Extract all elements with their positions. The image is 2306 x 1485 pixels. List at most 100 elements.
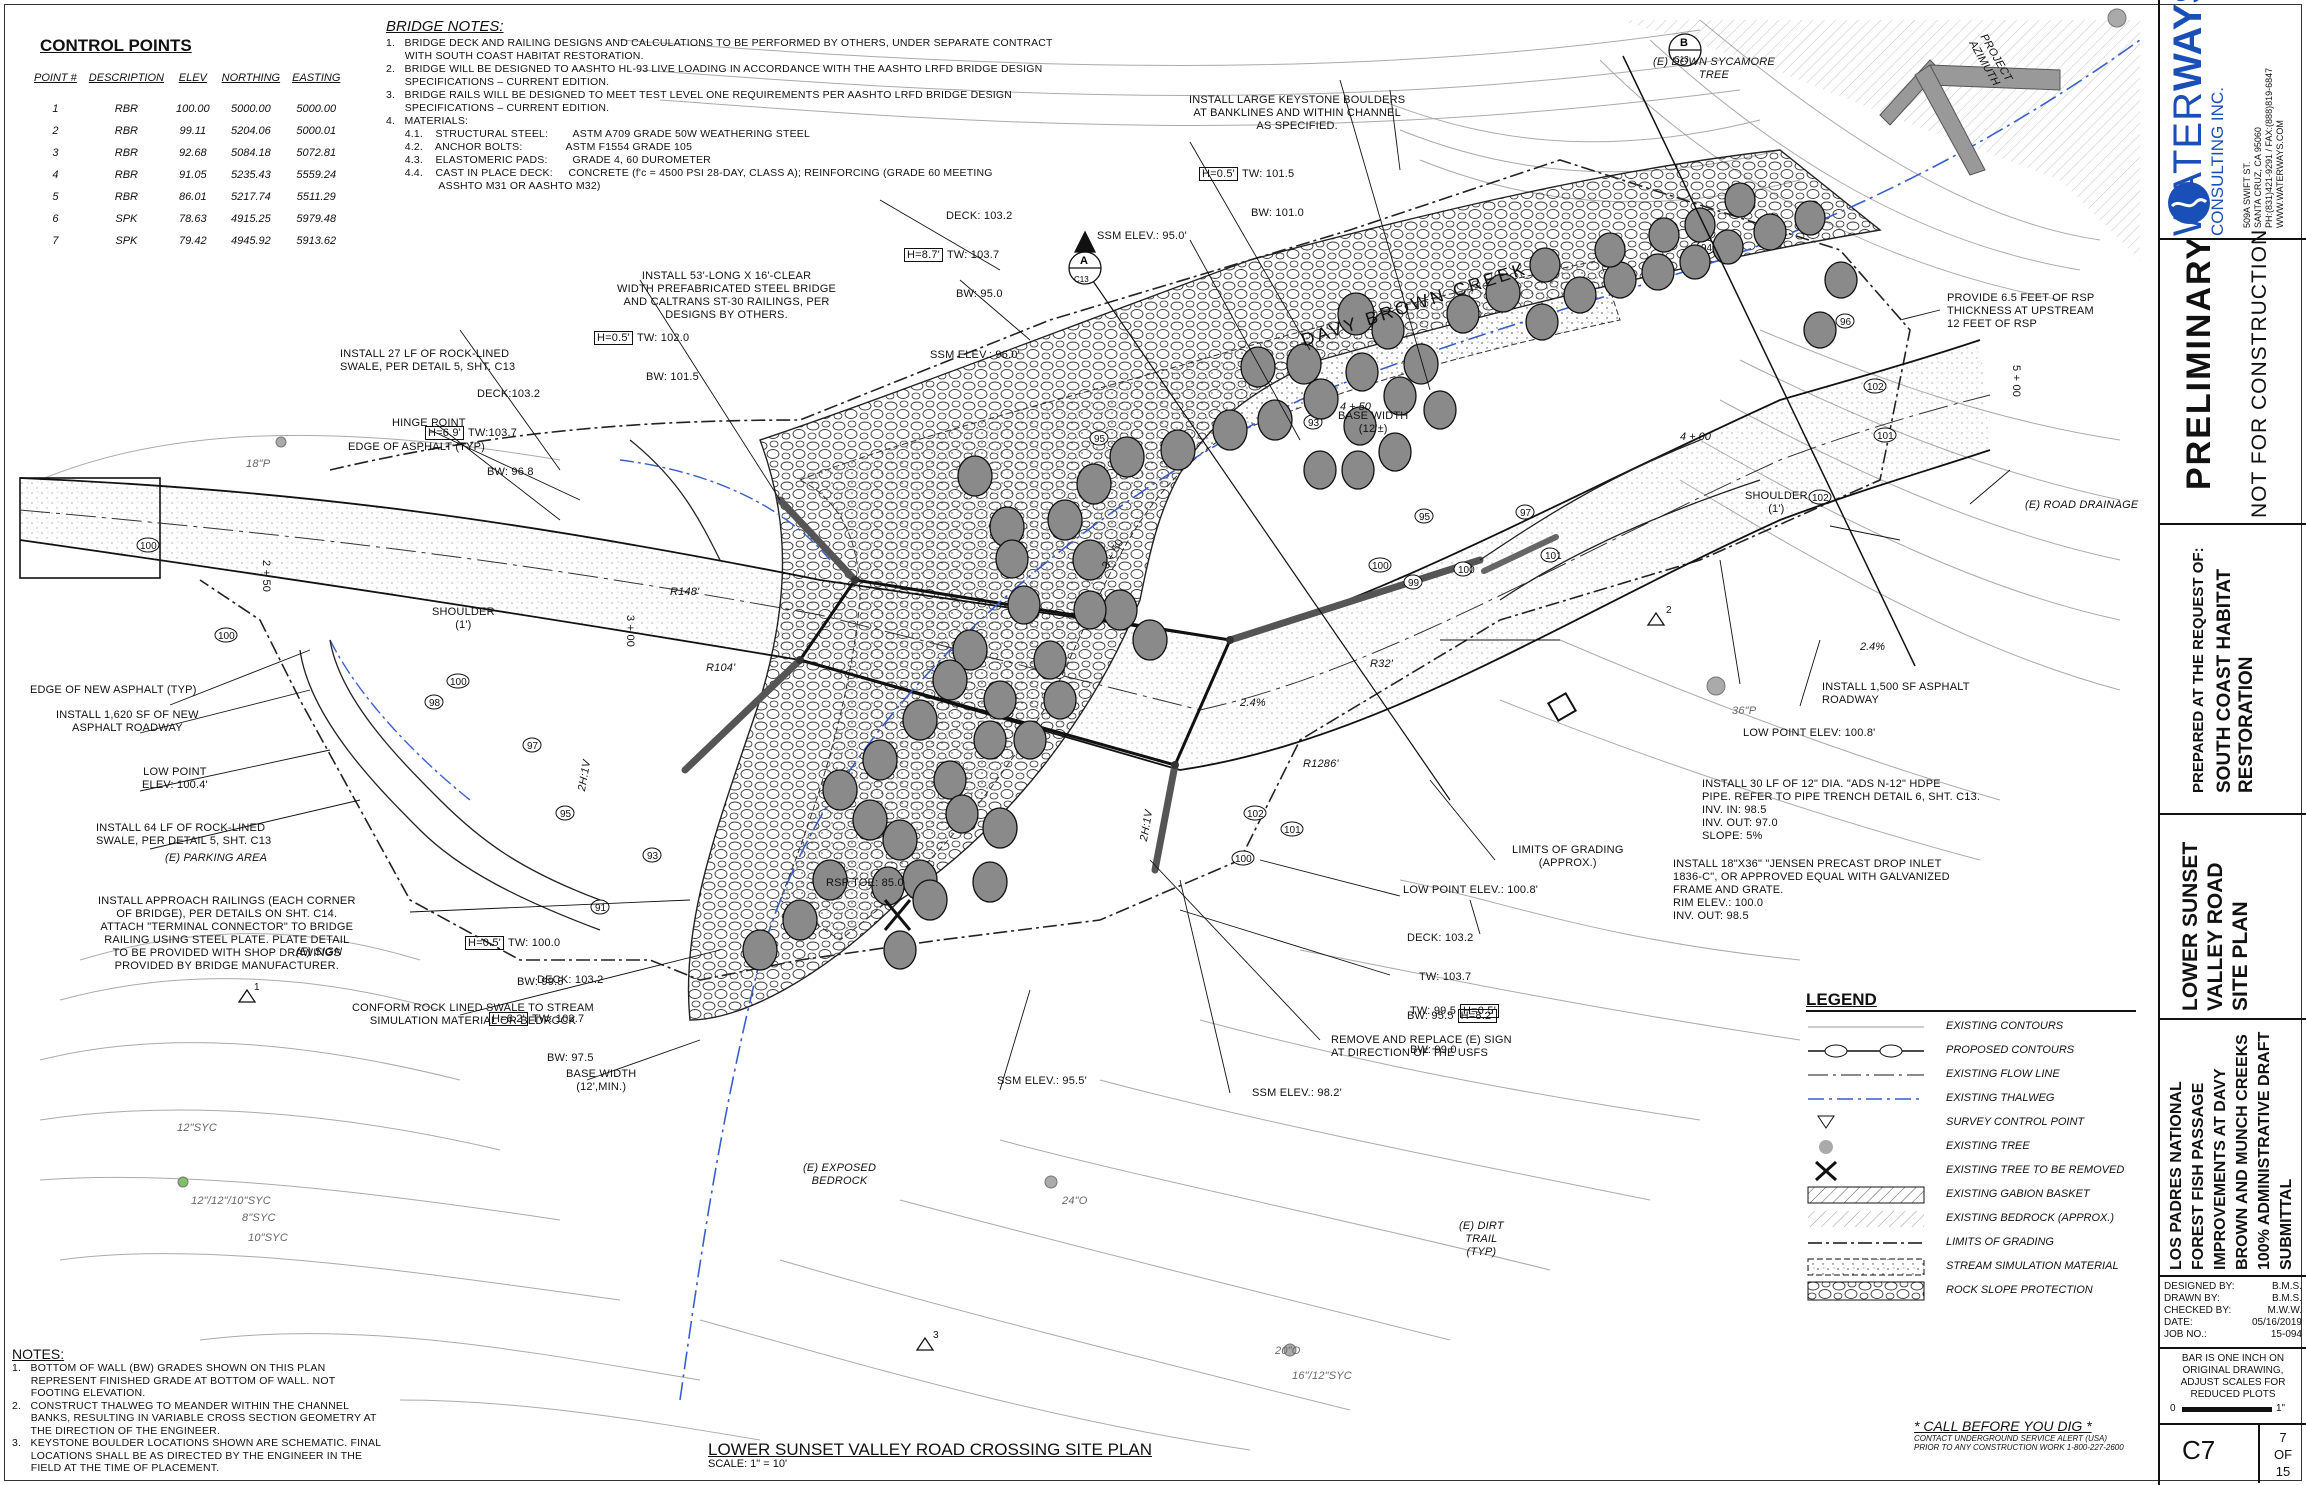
control-points-header: NORTHING bbox=[221, 72, 281, 84]
sheet-id: C7 bbox=[2182, 1435, 2216, 1465]
svg-text:2: 2 bbox=[1666, 605, 1672, 616]
call-before-dig-line1: CONTACT UNDERGROUND SERVICE ALERT (USA) bbox=[1914, 1434, 2108, 1443]
notes-title: NOTES: bbox=[12, 1346, 65, 1362]
legend-symbol-icon bbox=[1808, 1044, 1924, 1058]
svg-text:95: 95 bbox=[1094, 434, 1106, 445]
existing-trees bbox=[177, 8, 2127, 1357]
control-point-cell: 5511.29 bbox=[296, 191, 336, 203]
legend-title: LEGEND bbox=[1806, 990, 1877, 1009]
sta-250-label: 2 + 50 bbox=[260, 560, 272, 593]
ssm-955-label: SSM ELEV.: 95.5' bbox=[997, 1075, 1087, 1087]
svg-text:102: 102 bbox=[1812, 493, 1829, 504]
control-point-cell: 4915.25 bbox=[230, 213, 271, 225]
bridge-note-line: 4. MATERIALS: bbox=[386, 115, 469, 127]
legend-symbol-icon bbox=[1808, 1098, 1924, 1100]
proposed-contours bbox=[299, 439, 1761, 931]
existing-thalweg bbox=[679, 39, 2141, 1401]
legend-symbol-icon bbox=[1814, 1160, 1838, 1182]
control-point-cell: 92.68 bbox=[179, 147, 207, 159]
existing-thalweg-upper bbox=[619, 459, 831, 561]
wingwalls bbox=[681, 496, 1484, 874]
sheet-border bbox=[4, 4, 2302, 1481]
control-points-title: CONTROL POINTS bbox=[40, 36, 192, 55]
control-point-cell: 5204.06 bbox=[230, 125, 271, 137]
tree-syc-multi: 12"/12"/10"SYC bbox=[191, 1195, 271, 1207]
legend-item: LIMITS OF GRADING bbox=[1806, 1232, 2166, 1256]
control-point-cell: 5 bbox=[52, 191, 59, 203]
title-block: WATERWAYS CONSULTING INC. 509A SWIFT ST.… bbox=[2158, 0, 2306, 1485]
wall-callout-w6: DECK: 103.2 H=6.2'TW: 103.7 BW: 97.5 bbox=[489, 948, 603, 1078]
rsp-zone bbox=[687, 149, 1882, 1021]
tree-syc-12: 12"SYC bbox=[177, 1122, 217, 1134]
tree-20o: 20"O bbox=[1275, 1345, 1301, 1357]
bridge-note-line: SPECIFICATIONS – CURRENT EDITION. bbox=[386, 102, 610, 114]
legend-symbol-icon bbox=[1808, 1074, 1924, 1076]
parking-area-label: (E) PARKING AREA bbox=[165, 852, 268, 864]
tb-company: WATERWAYS CONSULTING INC. 509A SWIFT ST.… bbox=[2160, 0, 2306, 240]
plan-title-block: LOWER SUNSET VALLEY ROAD CROSSING SITE P… bbox=[708, 1440, 1152, 1470]
legend-symbol-icon bbox=[1808, 1211, 1924, 1227]
legend-item: EXISTING CONTOURS bbox=[1806, 1016, 2166, 1040]
legend-item: EXISTING TREE TO BE REMOVED bbox=[1806, 1160, 2166, 1184]
legend-symbol-icon bbox=[1807, 1281, 1925, 1301]
legend-item: EXISTING BEDROCK (APPROX.) bbox=[1806, 1208, 2166, 1232]
legend-item: EXISTING THALWEG bbox=[1806, 1088, 2166, 1112]
notes-block: NOTES: 1. BOTTOM OF WALL (BW) GRADES SHO… bbox=[12, 1346, 381, 1475]
svg-text:101: 101 bbox=[1877, 431, 1894, 442]
legend-item: PROPOSED CONTOURS bbox=[1806, 1040, 2166, 1064]
install-18x36-callout: INSTALL 18"X36" "JENSEN PRECAST DROP INL… bbox=[1673, 858, 1950, 922]
control-point-cell: 5913.62 bbox=[296, 235, 337, 247]
base-width-12min-callout: BASE WIDTH(12',MIN.) bbox=[566, 1068, 637, 1093]
section-marker-b-letter: B bbox=[1680, 37, 1688, 49]
note-line: FOOTING ELEVATION. bbox=[12, 1387, 146, 1399]
control-point-cell: 5084.18 bbox=[230, 147, 271, 159]
legend-symbol-icon bbox=[1817, 1115, 1835, 1129]
control-point-cell: 5559.24 bbox=[296, 169, 337, 181]
slope-24: 2.4% bbox=[1240, 697, 1266, 709]
section-marker-a bbox=[1068, 230, 1102, 285]
svg-text:102: 102 bbox=[1867, 382, 1884, 393]
control-point-cell: 100.00 bbox=[175, 103, 210, 115]
svg-text:96: 96 bbox=[1840, 317, 1852, 328]
control-points-header: ELEV bbox=[178, 72, 207, 84]
control-point-cell: 3 bbox=[52, 147, 59, 159]
bridge-note-line: SPECIFICATIONS – CURRENT EDITION. bbox=[386, 76, 610, 88]
legend-label: LIMITS OF GRADING bbox=[1946, 1236, 2054, 1248]
control-point-cell: 6 bbox=[52, 213, 59, 225]
svg-text:100: 100 bbox=[1458, 565, 1475, 576]
call-before-dig-title: * CALL BEFORE YOU DIG * bbox=[1914, 1418, 2092, 1434]
legend-label: EXISTING TREE bbox=[1946, 1140, 2030, 1152]
hinge-point-label: HINGE POINT bbox=[392, 417, 466, 429]
svg-text:101: 101 bbox=[1284, 825, 1301, 836]
drop-inlet bbox=[1546, 691, 1578, 723]
leader-lines bbox=[139, 79, 2011, 1094]
svg-text:100: 100 bbox=[140, 541, 157, 552]
survey-control-points bbox=[237, 611, 1666, 1351]
hdpe-pipe bbox=[1481, 534, 1559, 574]
control-point-cell: 5979.48 bbox=[296, 213, 337, 225]
svg-text:95: 95 bbox=[1419, 512, 1431, 523]
control-point-cell: RBR bbox=[114, 125, 138, 137]
legend-label: PROPOSED CONTOURS bbox=[1946, 1044, 2075, 1056]
svg-text:102: 102 bbox=[1247, 809, 1264, 820]
sta-450: 4 + 50 bbox=[1340, 401, 1372, 413]
legend-item: EXISTING FLOW LINE bbox=[1806, 1064, 2166, 1088]
legend-label: SURVEY CONTROL POINT bbox=[1946, 1116, 2085, 1128]
project-azimuth-line bbox=[1622, 55, 1916, 667]
radius-r32: R32' bbox=[1370, 658, 1394, 670]
sta-300-label: 3 + 00 bbox=[624, 615, 636, 648]
